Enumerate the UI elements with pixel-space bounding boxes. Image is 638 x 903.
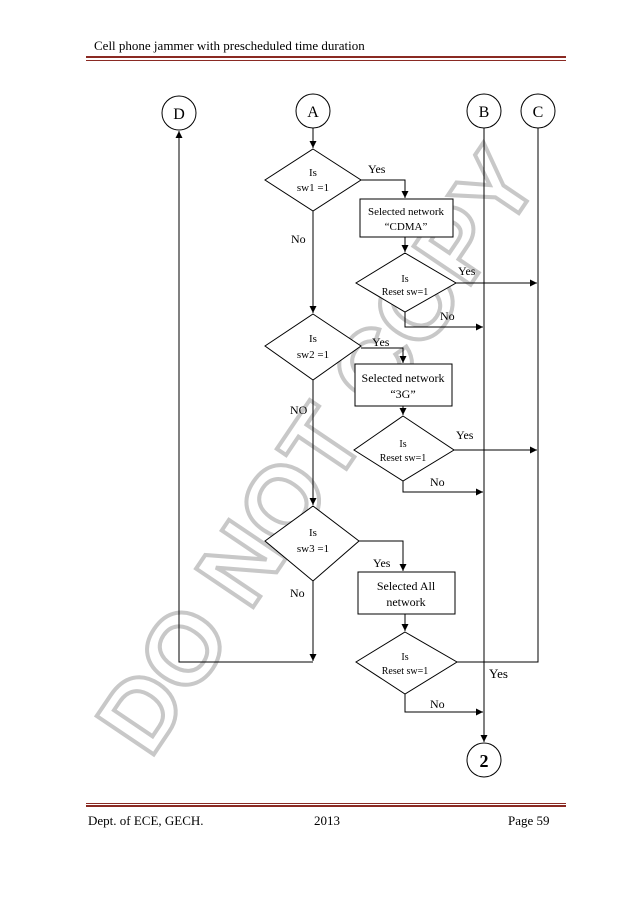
label-yes-sw3: Yes xyxy=(373,556,391,570)
process-3g-line1: Selected network xyxy=(362,371,445,385)
arrow-reset1-no xyxy=(404,312,483,331)
process-cdma-line2: “CDMA” xyxy=(385,221,428,233)
connector-2-label: 2 xyxy=(480,751,489,771)
decision-reset3-line2: Reset sw=1 xyxy=(382,666,428,677)
process-cdma xyxy=(359,198,454,238)
process-3g-line2: “3G” xyxy=(390,387,415,401)
arrow-loop-to-d xyxy=(175,131,313,663)
arrow-reset3-no xyxy=(404,694,483,716)
decision-sw3-line2: sw3 =1 xyxy=(297,543,329,555)
footer-rule xyxy=(86,805,566,807)
decision-sw1-line2: sw1 =1 xyxy=(297,182,329,194)
process-all-line2: network xyxy=(386,595,425,609)
arrow-sw2-yes xyxy=(361,347,407,363)
process-all-line1: Selected All xyxy=(377,579,436,593)
decision-reset2-line1: Is xyxy=(399,439,406,450)
label-no-sw1: No xyxy=(291,232,306,246)
label-yes-reset1: Yes xyxy=(458,264,476,278)
label-no-reset3: No xyxy=(430,697,445,711)
header-title: Cell phone jammer with prescheduled time… xyxy=(94,38,365,53)
footer-dept: Dept. of ECE, GECH. xyxy=(88,813,204,828)
footer-page: Page 59 xyxy=(508,813,550,828)
process-3g xyxy=(354,363,453,407)
connector-2 xyxy=(466,742,502,778)
process-cdma-line1: Selected network xyxy=(368,206,445,218)
header-rule-thin xyxy=(86,60,566,61)
arrow-sw1-yes xyxy=(361,179,409,198)
footer-rule-thin xyxy=(86,803,566,804)
decision-reset1-line2: Reset sw=1 xyxy=(382,287,428,298)
label-no-sw2: NO xyxy=(290,403,308,417)
decision-sw1 xyxy=(264,148,362,212)
label-yes-sw2: Yes xyxy=(372,335,390,349)
process-all xyxy=(357,571,456,615)
connector-c-label: C xyxy=(533,104,544,121)
footer-year: 2013 xyxy=(314,813,340,828)
watermark: DO NOT COPY xyxy=(75,129,559,772)
connector-b-label: B xyxy=(479,104,490,121)
arrow-sw3-yes xyxy=(359,540,407,571)
decision-reset3 xyxy=(355,631,458,695)
connector-a-label: A xyxy=(307,104,319,121)
decision-reset2-line2: Reset sw=1 xyxy=(380,453,426,464)
decision-reset1-line1: Is xyxy=(401,274,408,285)
label-no-sw3: No xyxy=(290,586,305,600)
decision-sw2-line2: sw2 =1 xyxy=(297,349,329,361)
decision-sw1-line1: Is xyxy=(309,167,317,179)
label-yes-sw1: Yes xyxy=(368,162,386,176)
connector-d xyxy=(161,95,197,131)
decision-sw2-line1: Is xyxy=(309,333,317,345)
header-rule xyxy=(86,56,566,58)
label-yes-reset3: Yes xyxy=(489,666,508,681)
decision-sw3-line1: Is xyxy=(309,527,317,539)
label-yes-reset2: Yes xyxy=(456,428,474,442)
label-no-reset1: No xyxy=(440,309,455,323)
arrow-reset2-no xyxy=(402,481,483,496)
connector-d-label: D xyxy=(173,106,185,123)
decision-reset3-line1: Is xyxy=(401,652,408,663)
label-no-reset2: No xyxy=(430,475,445,489)
